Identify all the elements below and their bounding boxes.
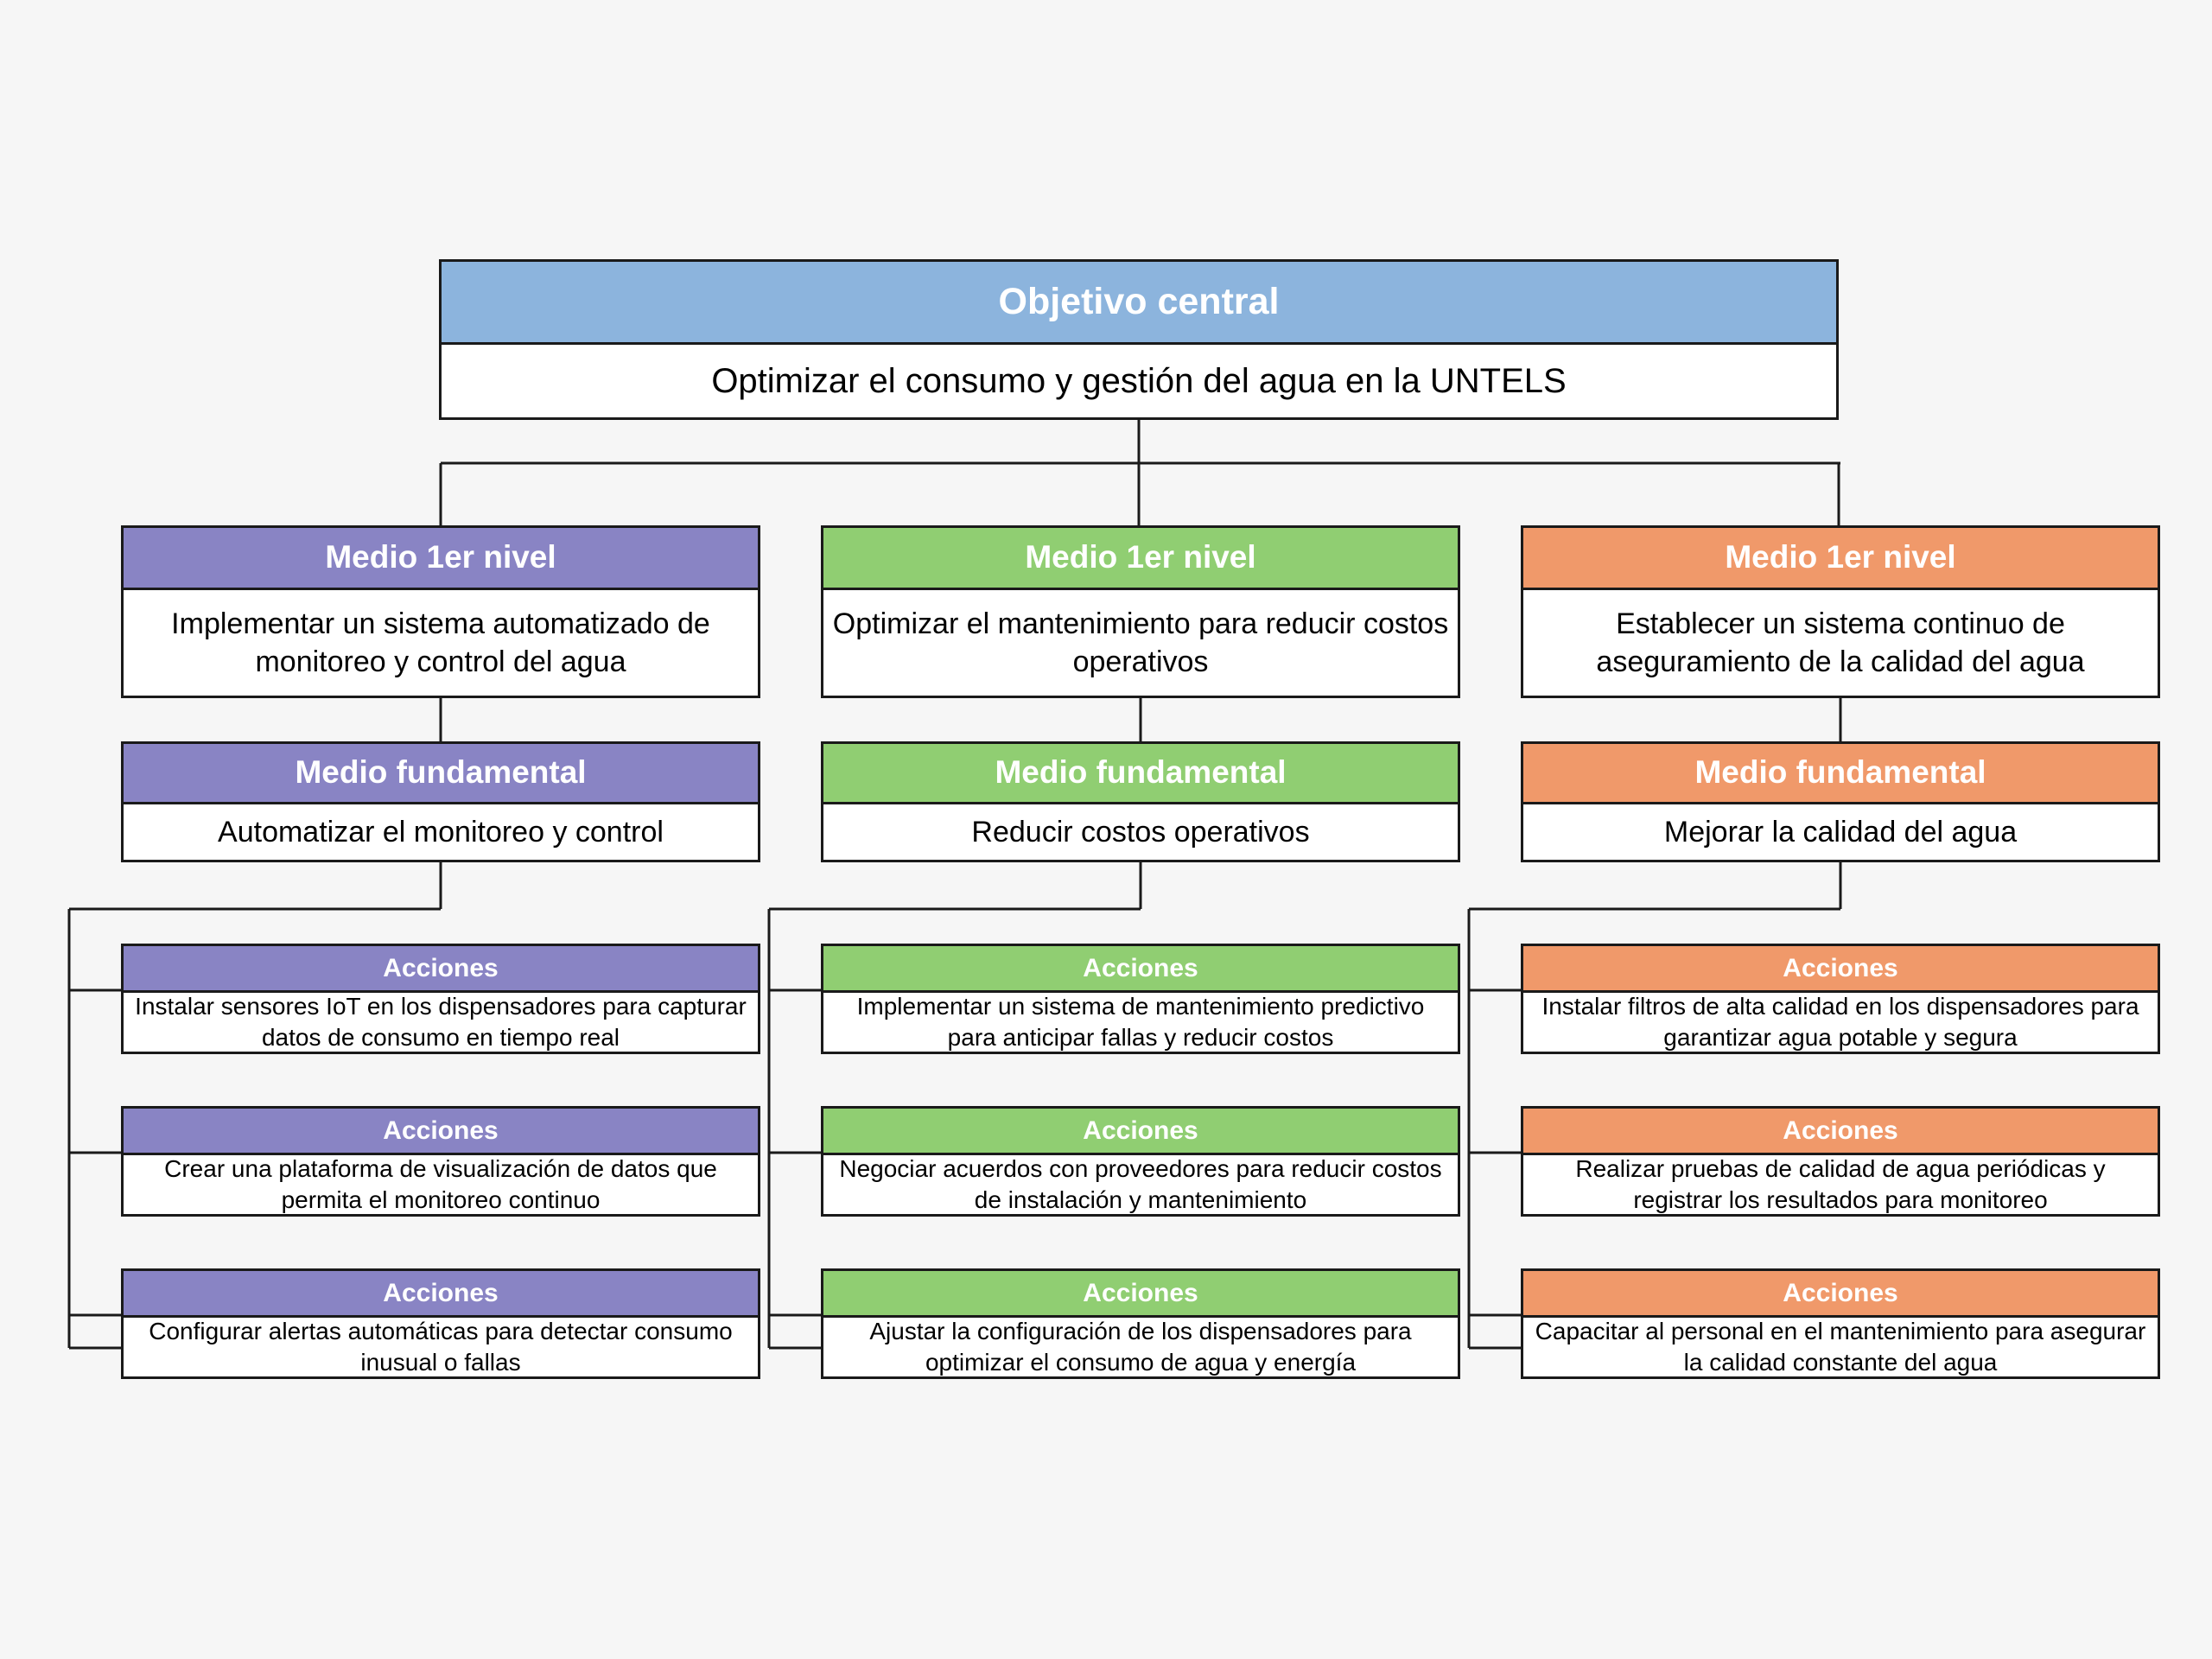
node-header-accion-0-2: Acciones [124, 1271, 758, 1318]
node-body-accion-0-2: Configurar alertas automáticas para dete… [149, 1317, 733, 1376]
node-header-accion-1-0: Acciones [823, 946, 1458, 993]
node-medio-1er-nivel-0[interactable]: Medio 1er nivel Implementar un sistema a… [121, 525, 760, 698]
node-body-medio-fundamental-0: Automatizar el monitoreo y control [218, 815, 664, 849]
node-body-accion-0-0: Instalar sensores IoT en los dispensador… [135, 992, 747, 1051]
node-accion-1-1[interactable]: Acciones Negociar acuerdos con proveedor… [821, 1106, 1460, 1217]
node-body-medio-1er-nivel-0: Implementar un sistema automatizado de m… [171, 607, 710, 678]
node-medio-fundamental-2[interactable]: Medio fundamental Mejorar la calidad del… [1521, 741, 2160, 862]
node-body-accion-0-1: Crear una plataforma de visualización de… [164, 1154, 717, 1213]
node-accion-2-2[interactable]: Acciones Capacitar al personal en el man… [1521, 1268, 2160, 1379]
node-body-accion-2-2: Capacitar al personal en el mantenimient… [1535, 1317, 2146, 1376]
node-medio-fundamental-0[interactable]: Medio fundamental Automatizar el monitor… [121, 741, 760, 862]
node-header-accion-0-1: Acciones [124, 1109, 758, 1155]
node-objetivo-central[interactable]: Objetivo central Optimizar el consumo y … [439, 259, 1839, 420]
node-header-medio-1er-nivel-2: Medio 1er nivel [1523, 528, 2158, 590]
node-header-medio-1er-nivel-1: Medio 1er nivel [823, 528, 1458, 590]
node-accion-1-0[interactable]: Acciones Implementar un sistema de mante… [821, 944, 1460, 1054]
node-body-medio-fundamental-2: Mejorar la calidad del agua [1663, 815, 2018, 849]
node-body-accion-1-2: Ajustar la configuración de los dispensa… [869, 1317, 1412, 1376]
node-header-accion-2-2: Acciones [1523, 1271, 2158, 1318]
node-header-accion-1-1: Acciones [823, 1109, 1458, 1155]
node-accion-2-1[interactable]: Acciones Realizar pruebas de calidad de … [1521, 1106, 2160, 1217]
node-accion-2-0[interactable]: Acciones Instalar filtros de alta calida… [1521, 944, 2160, 1054]
node-accion-0-1[interactable]: Acciones Crear una plataforma de visuali… [121, 1106, 760, 1217]
node-body-medio-1er-nivel-2: Establecer un sistema continuo de asegur… [1596, 607, 2085, 678]
node-accion-1-2[interactable]: Acciones Ajustar la configuración de los… [821, 1268, 1460, 1379]
node-medio-1er-nivel-2[interactable]: Medio 1er nivel Establecer un sistema co… [1521, 525, 2160, 698]
node-header-accion-1-2: Acciones [823, 1271, 1458, 1318]
node-header-accion-2-1: Acciones [1523, 1109, 2158, 1155]
node-body-accion-2-1: Realizar pruebas de calidad de agua peri… [1575, 1154, 2106, 1213]
node-body-accion-2-0: Instalar filtros de alta calidad en los … [1541, 992, 2139, 1051]
node-header-accion-0-0: Acciones [124, 946, 758, 993]
node-body-objetivo-central: Optimizar el consumo y gestión del agua … [711, 362, 1567, 400]
node-body-medio-fundamental-1: Reducir costos operativos [971, 815, 1310, 849]
node-body-accion-1-1: Negociar acuerdos con proveedores para r… [839, 1154, 1442, 1213]
node-medio-fundamental-1[interactable]: Medio fundamental Reducir costos operati… [821, 741, 1460, 862]
node-body-accion-1-0: Implementar un sistema de mantenimiento … [856, 992, 1425, 1051]
node-header-medio-1er-nivel-0: Medio 1er nivel [124, 528, 758, 590]
node-header-medio-fundamental-2: Medio fundamental [1523, 744, 2158, 804]
node-header-medio-fundamental-0: Medio fundamental [124, 744, 758, 804]
node-header-accion-2-0: Acciones [1523, 946, 2158, 993]
node-accion-0-2[interactable]: Acciones Configurar alertas automáticas … [121, 1268, 760, 1379]
node-medio-1er-nivel-1[interactable]: Medio 1er nivel Optimizar el mantenimien… [821, 525, 1460, 698]
node-header-medio-fundamental-1: Medio fundamental [823, 744, 1458, 804]
node-accion-0-0[interactable]: Acciones Instalar sensores IoT en los di… [121, 944, 760, 1054]
node-body-medio-1er-nivel-1: Optimizar el mantenimiento para reducir … [832, 607, 1449, 678]
node-header-objetivo-central: Objetivo central [442, 262, 1836, 345]
